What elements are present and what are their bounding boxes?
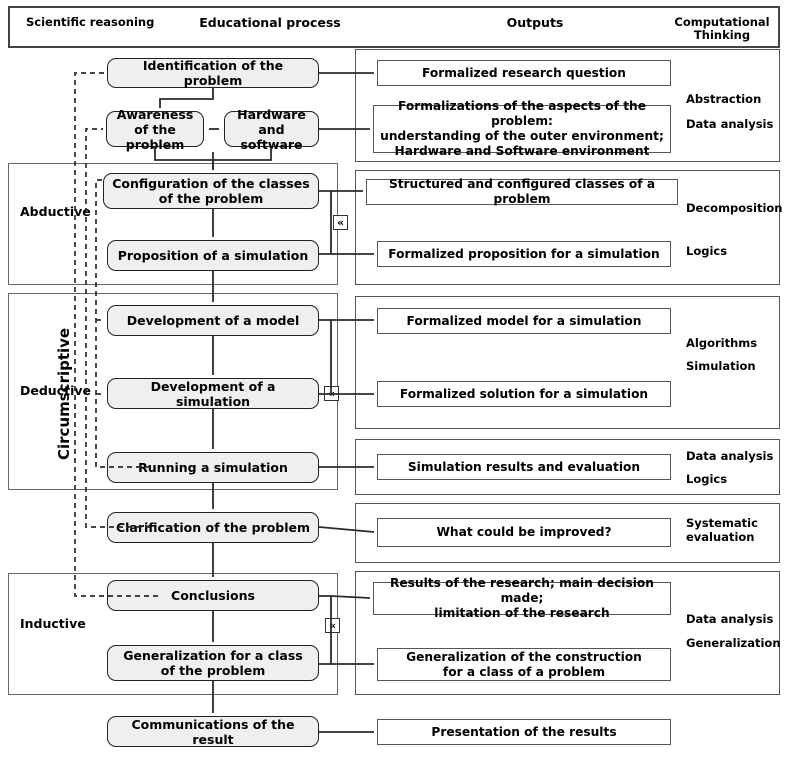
output-node-generalization-construction[interactable]: Generalization of the construction for a… bbox=[377, 648, 671, 681]
ct-label-logics-2: Logics bbox=[686, 472, 728, 486]
ct-label-logics-1: Logics bbox=[686, 244, 728, 258]
process-node-development-model[interactable]: Development of a model bbox=[107, 305, 319, 336]
chevron-marker-abductive[interactable]: « bbox=[333, 215, 348, 230]
output-node-formalized-solution[interactable]: Formalized solution for a simulation bbox=[377, 381, 671, 407]
process-node-awareness[interactable]: Awareness of the problem bbox=[106, 107, 204, 152]
ct-label-algorithms: Algorithms bbox=[686, 336, 758, 350]
output-node-formalized-model[interactable]: Formalized model for a simulation bbox=[377, 308, 671, 334]
output-node-formalized-research-question[interactable]: Formalized research question bbox=[377, 60, 671, 86]
chevron-marker-deductive[interactable]: « bbox=[324, 386, 339, 401]
process-node-clarification[interactable]: Clarification of the problem bbox=[107, 512, 319, 543]
band-inductive bbox=[8, 573, 338, 695]
ct-label-data-analysis-3: Data analysis bbox=[686, 612, 774, 626]
band-label-deductive: Deductive bbox=[20, 383, 91, 398]
process-node-configuration[interactable]: Configuration of the classes of the prob… bbox=[103, 173, 319, 209]
ct-label-systematic-evaluation: Systematic evaluation bbox=[686, 516, 758, 544]
ct-label-decomposition: Decomposition bbox=[686, 201, 783, 215]
header-bar: Scientific reasoning Educational process… bbox=[8, 6, 780, 48]
process-node-development-simulation[interactable]: Development of a simulation bbox=[107, 378, 319, 409]
header-scientific-reasoning: Scientific reasoning bbox=[26, 15, 155, 29]
process-node-communications[interactable]: Communications of the result bbox=[107, 716, 319, 747]
output-group-1 bbox=[355, 49, 780, 162]
header-outputs: Outputs bbox=[506, 15, 564, 30]
output-node-formalizations-aspects[interactable]: Formalizations of the aspects of the pro… bbox=[373, 99, 671, 158]
header-computational-thinking: Computational Thinking bbox=[674, 15, 770, 43]
process-node-hardware[interactable]: Hardware and software bbox=[224, 107, 319, 152]
output-node-formalized-proposition[interactable]: Formalized proposition for a simulation bbox=[377, 241, 671, 267]
ct-label-generalization: Generalization bbox=[686, 636, 781, 650]
process-node-generalization[interactable]: Generalization for a class of the proble… bbox=[107, 645, 319, 681]
band-label-inductive: Inductive bbox=[20, 616, 86, 631]
chevron-marker-inductive[interactable]: « bbox=[325, 618, 340, 633]
output-group-6 bbox=[355, 571, 780, 695]
process-node-proposition[interactable]: Proposition of a simulation bbox=[107, 240, 319, 271]
header-educational-process: Educational process bbox=[199, 15, 341, 30]
process-node-identification[interactable]: Identification of the problem bbox=[107, 58, 319, 88]
output-group-5 bbox=[355, 503, 780, 563]
ct-label-abstraction: Abstraction bbox=[686, 92, 762, 106]
output-group-3 bbox=[355, 296, 780, 429]
ct-label-data-analysis-2: Data analysis bbox=[686, 449, 774, 463]
ct-label-simulation: Simulation bbox=[686, 359, 756, 373]
band-label-abductive: Abductive bbox=[20, 204, 91, 219]
output-node-results-research[interactable]: Results of the research; main decision m… bbox=[373, 576, 671, 620]
process-node-conclusions[interactable]: Conclusions bbox=[107, 580, 319, 611]
output-node-what-improved[interactable]: What could be improved? bbox=[377, 518, 671, 547]
output-node-simulation-results[interactable]: Simulation results and evaluation bbox=[377, 454, 671, 480]
band-label-circumscriptive: Circumscriptive bbox=[55, 327, 73, 460]
output-node-structured-classes[interactable]: Structured and configured classes of a p… bbox=[366, 177, 678, 206]
output-group-2 bbox=[355, 170, 780, 285]
output-node-presentation-results[interactable]: Presentation of the results bbox=[377, 719, 671, 745]
process-node-running-simulation[interactable]: Running a simulation bbox=[107, 452, 319, 483]
ct-label-data-analysis-1: Data analysis bbox=[686, 117, 774, 131]
